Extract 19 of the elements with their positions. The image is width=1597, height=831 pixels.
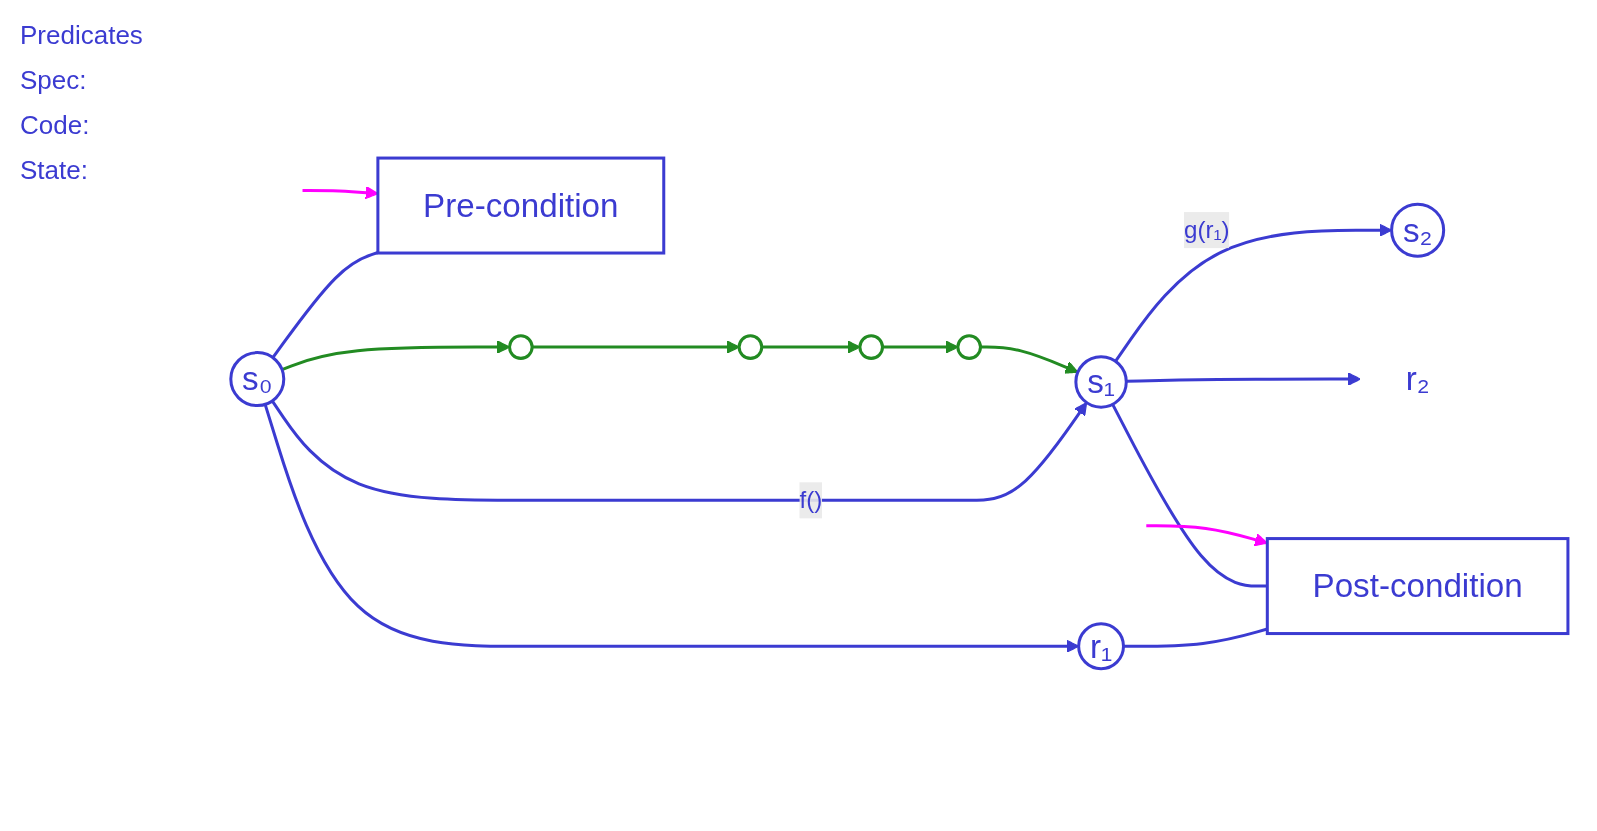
node-box: Pre-condition [376, 156, 666, 255]
arrow [271, 400, 1088, 503]
text-label: Predicates [20, 20, 143, 51]
text-label: State: [20, 155, 89, 186]
node-circle: s₁ [1074, 355, 1128, 410]
text-label: Code: [20, 110, 91, 141]
node-circle: s₀ [229, 351, 286, 408]
node-circle [508, 334, 534, 361]
node-circle: s₂ [1390, 203, 1446, 259]
node-circle [737, 334, 764, 361]
edge-label: g(r₁) [1183, 217, 1230, 243]
text-label: Spec: [20, 65, 88, 96]
node-box: Post-condition [1265, 537, 1570, 636]
node-text: r₂ [1405, 360, 1430, 399]
node-circle [956, 334, 982, 361]
node-circle: r₁ [1077, 622, 1125, 671]
node-circle [858, 334, 884, 361]
connector [271, 251, 379, 359]
edge-label: f() [799, 487, 823, 513]
